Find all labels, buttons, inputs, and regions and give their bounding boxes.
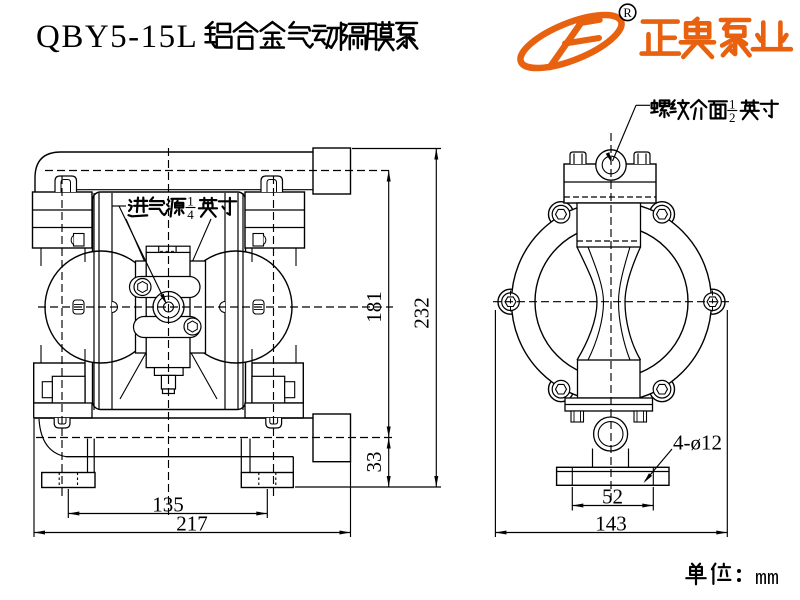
svg-text:mm: mm (755, 568, 779, 591)
svg-text:33: 33 (362, 452, 386, 473)
svg-text:217: 217 (176, 512, 208, 536)
svg-text:143: 143 (595, 512, 627, 536)
svg-text:135: 135 (152, 493, 184, 517)
svg-text:1: 1 (187, 194, 194, 209)
svg-text:181: 181 (362, 291, 386, 323)
svg-text:QBY5-15L: QBY5-15L (36, 19, 198, 55)
svg-text:R: R (623, 6, 632, 20)
svg-text:232: 232 (410, 297, 434, 329)
svg-text:52: 52 (602, 485, 623, 509)
svg-text:4-ø12: 4-ø12 (673, 431, 722, 455)
svg-text:1: 1 (729, 97, 736, 112)
svg-text:4: 4 (187, 207, 194, 222)
svg-text:2: 2 (729, 110, 736, 125)
